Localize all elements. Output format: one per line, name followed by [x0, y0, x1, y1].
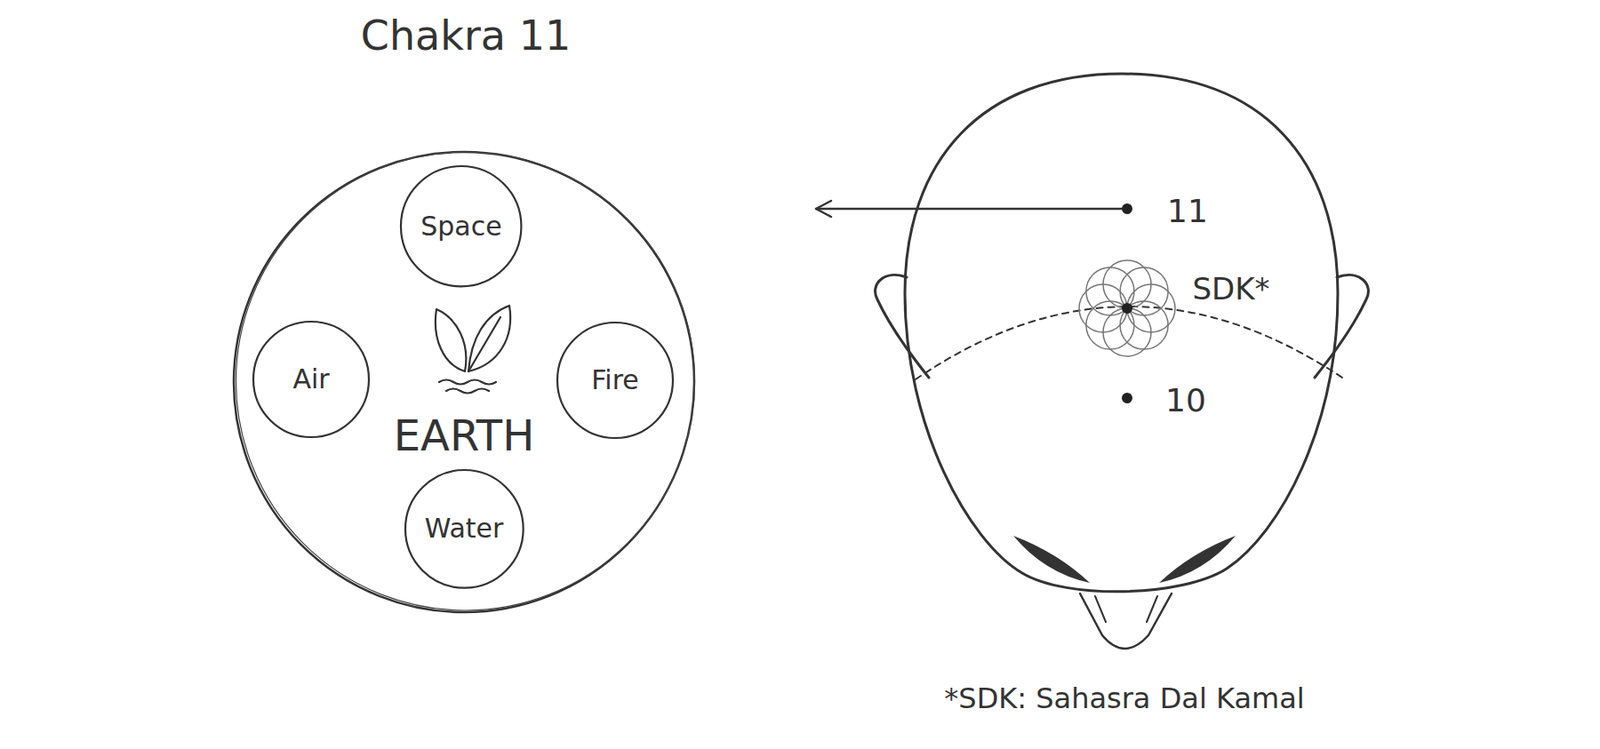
circle-stroke	[253, 321, 369, 438]
circle-stroke	[236, 152, 696, 611]
circle-stroke	[405, 470, 524, 589]
leaf-icon	[435, 305, 511, 394]
eyebrow	[1013, 536, 1090, 584]
element-circle: Air	[251, 320, 371, 440]
leaf	[435, 309, 466, 372]
wave	[439, 380, 496, 385]
callout-number: 11	[1167, 192, 1208, 230]
lotus-symbol	[1079, 260, 1176, 357]
eyebrow	[1159, 536, 1236, 584]
element-circle: Space	[399, 164, 523, 288]
element-name: Fire	[591, 365, 640, 397]
center-dot	[1121, 303, 1133, 314]
leaf	[468, 305, 511, 372]
head-outline	[904, 73, 1338, 592]
dashed-arc	[915, 306, 1345, 380]
lotus-petal	[1120, 267, 1168, 316]
nose-line	[1095, 596, 1158, 623]
circle-stroke	[233, 152, 695, 613]
point-dot	[1121, 203, 1133, 215]
circle-stroke	[400, 166, 521, 287]
element-name: Water	[424, 513, 504, 545]
element-name: Air	[292, 364, 329, 396]
ear	[1314, 275, 1368, 378]
element-circle: Fire	[555, 320, 675, 440]
caption: *SDK: Sahasra Dal Kamal	[944, 682, 1304, 716]
element-title: EARTH	[393, 411, 535, 461]
point-dot	[1121, 392, 1133, 404]
element-circle: Water	[403, 468, 526, 591]
diagram-title: Chakra 11	[360, 12, 571, 60]
arrowhead	[816, 200, 832, 217]
wave	[446, 389, 489, 394]
element-name: Space	[420, 211, 502, 243]
callout-number: 10	[1165, 382, 1207, 419]
leader-arrow	[816, 208, 1122, 211]
nose	[1080, 593, 1172, 649]
circle-stroke	[557, 322, 673, 439]
abbreviation-label: SDK*	[1192, 272, 1270, 307]
leaf-rib	[468, 317, 501, 372]
ear	[875, 275, 929, 378]
chakra-circle: EARTH SpaceAir FireWater	[231, 149, 697, 616]
